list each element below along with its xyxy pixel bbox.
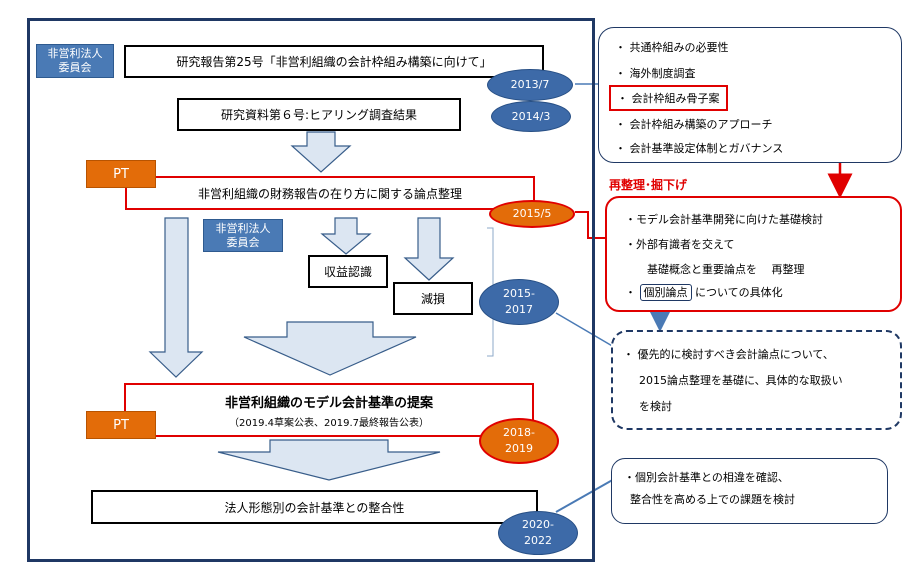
connector-2015-red <box>575 211 605 239</box>
date-2014-badge: 2014/3 <box>491 101 571 132</box>
date-2015-2017-line2: 2017 <box>505 303 533 316</box>
reorg-panel: ・モデル会計基準開発に向けた基礎検討 ・外部有識者を交えて 基礎概念と重要論点を… <box>605 196 902 312</box>
connector-2015-2017 <box>555 312 615 348</box>
down-arrow-1 <box>290 131 352 173</box>
pt-label-2: PT <box>113 417 129 433</box>
topic-item-3-highlighted: ・ 会計枠組み骨子案 <box>609 85 728 111</box>
date-2020-2022-badge: 2020- 2022 <box>498 511 578 555</box>
committee-badge-2: 非営利法人 委員会 <box>203 219 283 252</box>
down-arrow-bottom <box>217 439 441 481</box>
topic-item-2: ・ 海外制度調査 <box>615 67 696 80</box>
pt-badge-2: PT <box>86 411 156 439</box>
reorg-line-1: ・モデル会計基準開発に向けた基礎検討 <box>625 213 823 226</box>
report-25-box: 研究報告第25号「非営利組織の会計枠組み構築に向けて」 <box>124 45 544 78</box>
revenue-text: 収益認識 <box>323 265 372 279</box>
date-2015-2017-badge: 2015- 2017 <box>479 279 559 325</box>
pt-badge-1: PT <box>86 160 156 188</box>
topic-item-1: ・ 共通枠組みの必要性 <box>615 41 729 54</box>
proposal-box: 非営利組織のモデル会計基準の提案 （2019.4草案公表、2019.7最終報告公… <box>124 383 534 437</box>
topic-item-5: ・ 会計基準設定体制とガバナンス <box>615 142 784 155</box>
connector-2020 <box>555 477 617 513</box>
committee-badge-1: 非営利法人 委員会 <box>36 44 114 78</box>
date-2013-badge: 2013/7 <box>487 69 573 101</box>
date-2014-text: 2014/3 <box>511 109 551 123</box>
consistency-line-2: 整合性を高める上での課題を検討 <box>630 493 795 506</box>
committee2-label-line2: 委員会 <box>226 235 260 249</box>
proposal-title: 非営利組織のモデル会計基準の提案 <box>224 395 433 411</box>
revenue-box: 収益認識 <box>308 255 388 288</box>
reorg-line-2: ・外部有識者を交えて <box>625 238 735 251</box>
date-2015-badge: 2015/5 <box>489 200 575 228</box>
priority-line-2: 2015論点整理を基礎に、具体的な取扱い <box>639 374 843 387</box>
date-2013-text: 2013/7 <box>510 78 550 91</box>
detail-issues-tag: 個別論点 <box>639 284 692 301</box>
topic-item-4: ・ 会計枠組み構築のアプローチ <box>615 118 773 131</box>
pt-label-1: PT <box>113 166 129 182</box>
reorg-line-3: 基礎概念と重要論点を 再整理 <box>647 263 805 276</box>
down-arrow-revenue <box>320 217 372 255</box>
consistency-panel: ・個別会計基準との相違を確認、 整合性を高める上での課題を検討 <box>611 458 888 524</box>
issues-text: 非営利組織の財務報告の在り方に関する論点整理 <box>197 186 462 201</box>
report-25-text: 研究報告第25号「非営利組織の会計枠組み構築に向けて」 <box>176 55 492 69</box>
down-arrow-left <box>148 217 204 378</box>
consistency-text: 法人形態別の会計基準との整合性 <box>224 500 405 515</box>
date-2020-2022-line1: 2020- <box>522 518 554 531</box>
material-6-text: 研究資料第６号:ヒアリング調査結果 <box>220 108 418 122</box>
consistency-line-1: ・個別会計基準との相違を確認、 <box>624 471 789 484</box>
date-2018-2019-line1: 2018- <box>503 426 535 439</box>
date-2018-2019-line2: 2019 <box>505 442 533 455</box>
impairment-box: 減損 <box>393 282 473 315</box>
committee-label-line1: 非営利法人 <box>47 47 103 60</box>
date-2015-2017-line1: 2015- <box>503 287 535 300</box>
reorg-line-4-rest: についての具体化 <box>695 286 783 299</box>
impairment-text: 減損 <box>420 292 445 306</box>
committee-label-line2: 委員会 <box>58 61 92 74</box>
committee2-label-line1: 非営利法人 <box>215 221 271 235</box>
material-6-box: 研究資料第６号:ヒアリング調査結果 <box>177 98 461 131</box>
outer-frame <box>27 18 595 562</box>
date-2015-text: 2015/5 <box>512 207 552 220</box>
reorg-label: 再整理･掘下げ <box>609 178 688 192</box>
down-arrow-wide <box>243 321 417 376</box>
issues-box: 非営利組織の財務報告の在り方に関する論点整理 <box>125 176 535 210</box>
priority-panel: ・ 優先的に検討すべき会計論点について、 2015論点整理を基礎に、具体的な取扱… <box>611 330 902 430</box>
reorg-line-4: ・ 個別論点 についての具体化 <box>625 284 783 301</box>
proposal-subtitle: （2019.4草案公表、2019.7最終報告公表） <box>229 417 429 429</box>
priority-line-1: ・ 優先的に検討すべき会計論点について、 <box>623 348 834 361</box>
date-2018-2019-badge: 2018- 2019 <box>479 418 559 464</box>
down-arrow-impairment <box>403 217 455 281</box>
date-2020-2022-line2: 2022 <box>524 534 552 547</box>
reorg-line-4-bullet: ・ <box>625 286 636 299</box>
consistency-box: 法人形態別の会計基準との整合性 <box>91 490 538 524</box>
priority-line-3: を検討 <box>639 400 672 413</box>
topics-panel: ・ 共通枠組みの必要性 ・ 海外制度調査 ・ 会計枠組み骨子案 ・ 会計枠組み構… <box>598 27 902 163</box>
